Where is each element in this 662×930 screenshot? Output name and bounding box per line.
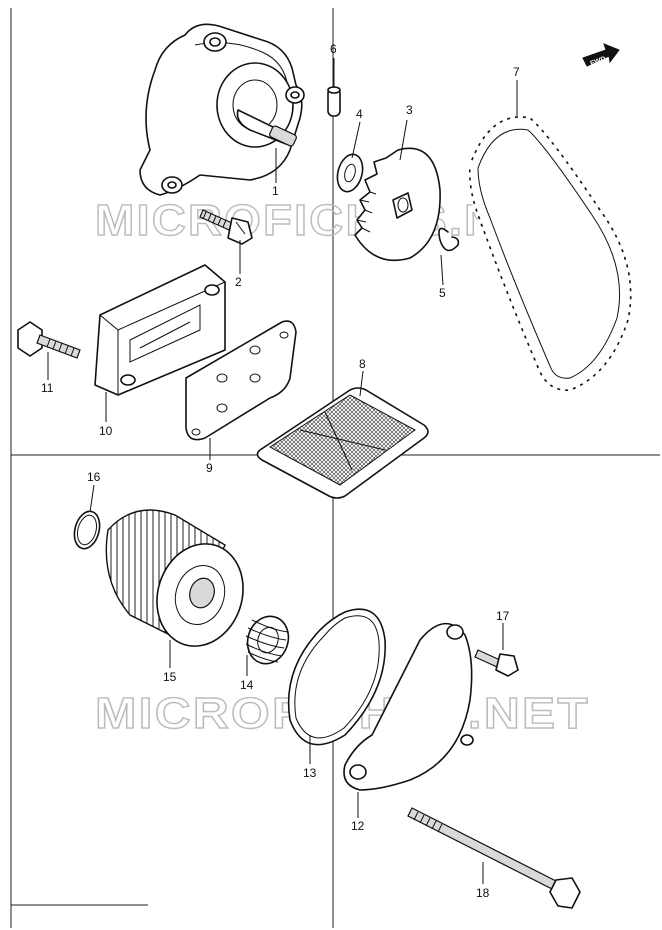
callout-15: 15	[163, 670, 177, 684]
callout-11: 11	[41, 381, 54, 395]
o-ring-16	[73, 510, 101, 550]
callout-2: 2	[235, 275, 242, 289]
bolt-2	[199, 209, 253, 245]
callout-12: 12	[351, 819, 365, 833]
callout-17: 17	[496, 609, 510, 623]
callout-16: 16	[87, 470, 101, 484]
oil-pump-body	[139, 23, 305, 196]
callout-10: 10	[99, 424, 113, 438]
callout-1: 1	[272, 184, 279, 198]
chain-7	[467, 114, 634, 393]
callout-14: 14	[240, 678, 254, 692]
gasket-9	[185, 320, 297, 441]
callouts: 1 2 3 4 5 6 7 8 9 10 11 12 13 14 15 16 1…	[41, 42, 520, 900]
strainer-8	[256, 387, 429, 499]
bolt-17	[474, 649, 519, 677]
filter-cap-12	[343, 622, 474, 791]
callout-18: 18	[476, 886, 490, 900]
callout-8: 8	[359, 357, 366, 371]
sprocket-3	[354, 147, 441, 262]
bolt-18	[407, 807, 581, 909]
o-ring-13	[287, 608, 386, 746]
callout-9: 9	[206, 461, 213, 475]
bolt-11	[17, 321, 81, 359]
callout-4: 4	[356, 107, 363, 121]
fwd-arrow-icon: FWD	[582, 43, 620, 68]
pin-6	[327, 86, 341, 117]
callout-3: 3	[406, 103, 413, 117]
spring-14	[245, 615, 290, 665]
callout-13: 13	[303, 766, 317, 780]
callout-6: 6	[330, 42, 337, 56]
callout-7: 7	[513, 65, 520, 79]
washer-4	[336, 153, 364, 193]
leader-lines	[47, 58, 518, 884]
circlip-5	[438, 227, 460, 252]
plate-10	[94, 264, 226, 396]
callout-5: 5	[439, 286, 446, 300]
oil-filter-15	[105, 509, 244, 647]
